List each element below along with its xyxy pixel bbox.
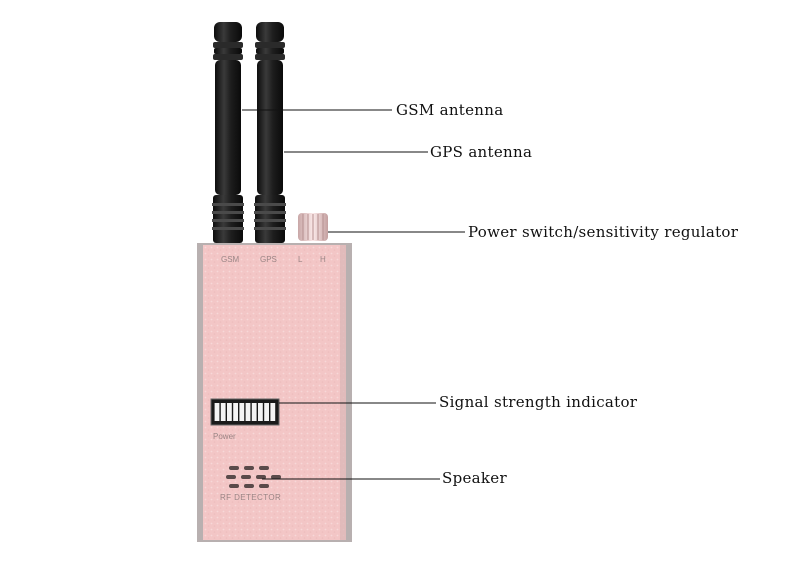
- device-body: [203, 245, 346, 540]
- gps-antenna: [254, 22, 286, 243]
- signal-bar: [258, 403, 263, 421]
- signal-strength-indicator: [210, 398, 280, 426]
- speaker-slot: [256, 475, 266, 479]
- power-switch-knob: [298, 213, 328, 241]
- signal-bar: [227, 403, 232, 421]
- signal-bar: [251, 403, 257, 421]
- speaker-slot: [241, 475, 251, 479]
- power-label: Power: [213, 432, 236, 441]
- brand-label: RF DETECTOR: [220, 493, 281, 502]
- speaker-slot: [244, 466, 254, 470]
- callout-speaker: Speaker: [442, 469, 507, 487]
- speaker-slot: [259, 484, 269, 488]
- callout-signal-indicator: Signal strength indicator: [439, 393, 638, 411]
- callout-gps-antenna: GPS antenna: [430, 143, 533, 161]
- sensitivity-low-label: L: [298, 255, 303, 264]
- speaker-slot: [271, 475, 281, 479]
- callout-gsm-antenna: GSM antenna: [396, 101, 504, 119]
- speaker-slot: [226, 475, 236, 479]
- speaker-grille: [226, 466, 281, 488]
- speaker-slot: [229, 484, 239, 488]
- callout-power-switch: Power switch/sensitivity regulator: [468, 223, 739, 241]
- signal-bar: [264, 403, 269, 421]
- signal-bar: [220, 403, 226, 421]
- device-body-shade: [340, 245, 346, 540]
- sensitivity-high-label: H: [320, 255, 326, 264]
- gps-port-label: GPS: [260, 255, 277, 264]
- signal-bar: [214, 403, 220, 421]
- signal-bar: [233, 403, 238, 421]
- signal-bar-group: [214, 403, 276, 421]
- gsm-port-label: GSM: [221, 255, 240, 264]
- signal-bar: [270, 403, 276, 421]
- signal-bar: [245, 403, 251, 421]
- gsm-antenna: [212, 22, 244, 243]
- speaker-slot: [229, 466, 239, 470]
- speaker-slot: [259, 466, 269, 470]
- signal-bar: [239, 403, 245, 421]
- speaker-slot: [244, 484, 254, 488]
